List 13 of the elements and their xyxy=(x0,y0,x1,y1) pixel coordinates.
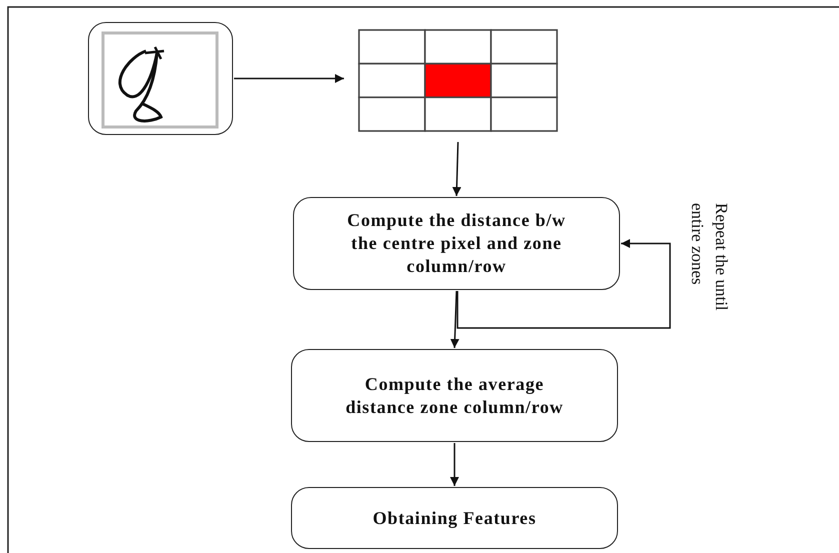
edge-label: Repeat the until entire zones xyxy=(687,203,732,313)
process-text: Compute the distance b/w the centre pixel and zone column/row xyxy=(346,209,567,278)
process-box xyxy=(291,349,618,442)
process-text: Obtaining Features xyxy=(372,506,536,530)
process-box xyxy=(293,197,620,290)
process-text: Compute the average distance zone column/row xyxy=(344,372,564,418)
arrow xyxy=(456,239,671,329)
process-box xyxy=(291,487,618,549)
arrow xyxy=(450,443,459,486)
image-frame xyxy=(88,22,233,135)
arrow xyxy=(452,142,462,196)
arrow xyxy=(450,290,460,348)
arrow xyxy=(234,74,344,83)
